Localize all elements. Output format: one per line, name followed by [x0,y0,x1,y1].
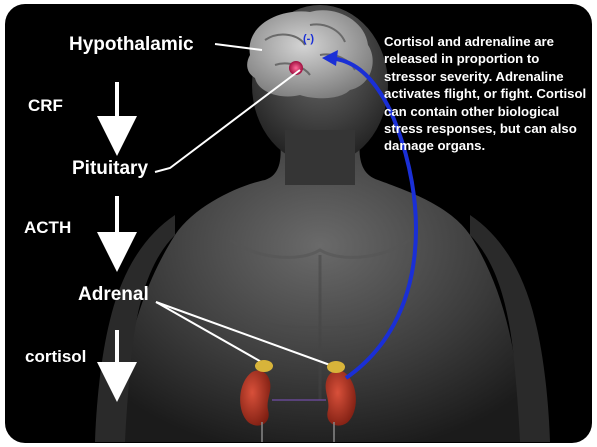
hypothalamic-label: Hypothalamic [69,34,194,56]
adrenal-label: Adrenal [78,284,149,306]
crf-label: CRF [28,96,63,116]
pituitary-label: Pituitary [72,158,148,180]
negative-feedback-sign: (-) [303,33,314,45]
acth-label: ACTH [24,218,71,238]
left-adrenal-gland [255,360,273,372]
brain-icon [247,10,373,98]
right-adrenal-gland [327,361,345,373]
description-text: Cortisol and adrenaline are released in … [384,33,594,155]
cortisol-label: cortisol [25,347,86,367]
